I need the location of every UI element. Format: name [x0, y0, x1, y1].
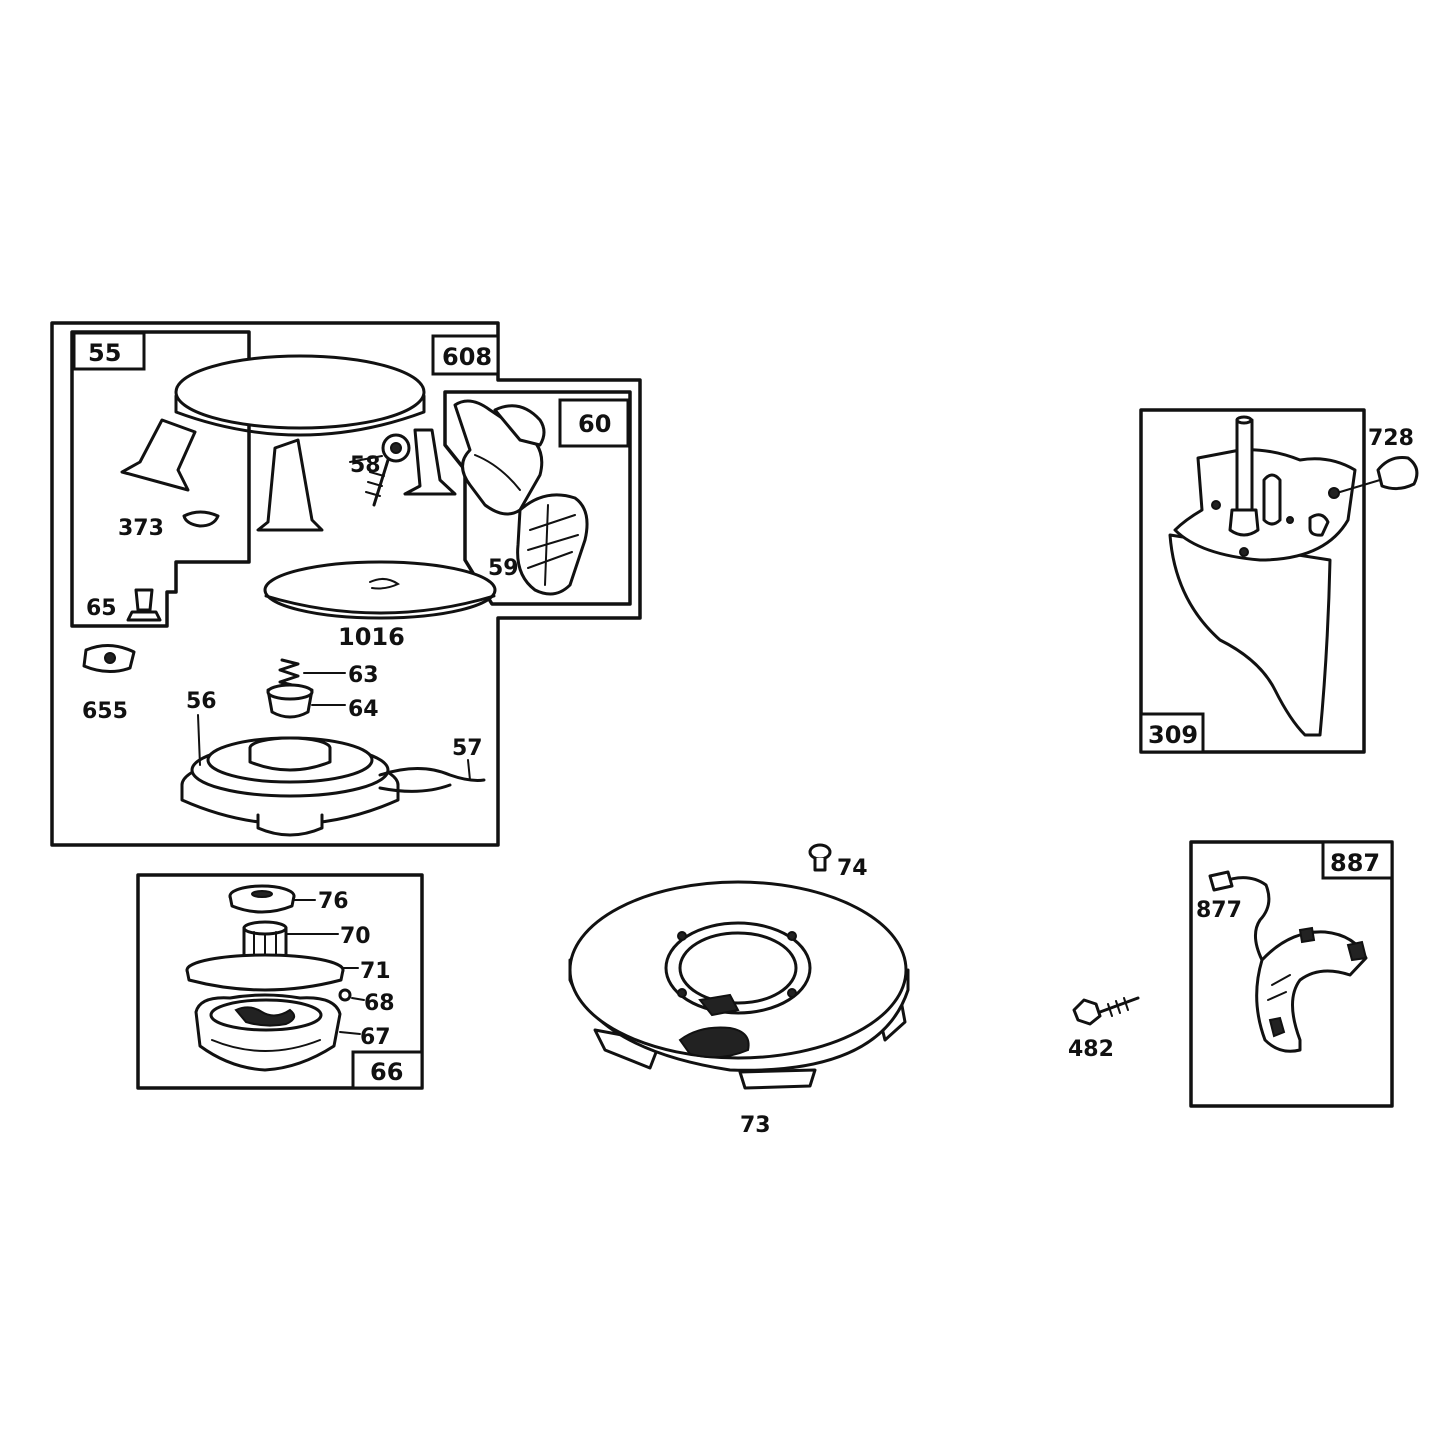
handle-60-part [453, 399, 546, 516]
label-887: 887 [1330, 849, 1380, 877]
label-373: 373 [118, 516, 164, 541]
assembly-frame-608: 608 [50, 321, 642, 847]
ball-68-part: 68 [338, 988, 395, 1016]
label-64: 64 [348, 697, 379, 722]
housing-67-part: 67 [194, 993, 391, 1072]
tag-box-887 [1321, 840, 1394, 880]
washer-655-part: 655 [82, 644, 136, 724]
subassembly-box-309: 309 [1139, 408, 1366, 754]
label-728: 728 [1368, 426, 1414, 451]
label-608: 608 [442, 343, 492, 371]
pulley-56-part: 56 [180, 689, 400, 837]
label-57: 57 [452, 736, 483, 761]
spring-63-part: 63 [278, 658, 379, 688]
plate-71-part: 71 [185, 953, 391, 992]
label-66: 66 [370, 1058, 403, 1086]
fitting-728-part: 728 [1339, 426, 1419, 493]
tag-box-60 [558, 398, 630, 448]
tag-box-66 [351, 1050, 424, 1090]
label-76: 76 [318, 889, 349, 914]
cup-64-part: 64 [266, 683, 379, 722]
label-60: 60 [578, 410, 611, 438]
screw-482-part: 482 [1068, 996, 1140, 1062]
rope-57-part: 57 [378, 736, 486, 793]
label-71: 71 [360, 959, 391, 984]
label-59: 59 [488, 556, 519, 581]
screw-58-part: 58 [349, 433, 411, 507]
screen-73-part: 73 [568, 880, 910, 1138]
tag-box-608 [431, 334, 500, 376]
screw-65-part: 65 [86, 588, 162, 622]
label-73: 73 [740, 1113, 771, 1138]
clip-373-part: 373 [118, 510, 220, 541]
disc-1016-part: 1016 [263, 560, 497, 651]
label-68: 68 [364, 991, 395, 1016]
label-63: 63 [348, 663, 379, 688]
label-56: 56 [186, 689, 217, 714]
label-482: 482 [1068, 1037, 1114, 1062]
bolt-74-part: 74 [808, 843, 868, 881]
label-65: 65 [86, 596, 117, 621]
label-70: 70 [340, 924, 371, 949]
label-58: 58 [350, 453, 381, 478]
label-55: 55 [88, 339, 121, 367]
label-1016: 1016 [338, 623, 405, 651]
cap-76-part: 76 [228, 884, 349, 914]
carburetor-309-part [1168, 415, 1357, 737]
blower-housing-part [120, 354, 457, 532]
subassembly-box-66: 66 [136, 873, 424, 1090]
tag-box-309 [1139, 712, 1205, 754]
tag-box-55 [72, 331, 146, 371]
label-655: 655 [82, 699, 128, 724]
ignition-887-part: 877 [1196, 870, 1368, 1053]
label-67: 67 [360, 1025, 391, 1050]
insert-59-part: 59 [488, 493, 589, 596]
subassembly-box-60: 60 [443, 390, 632, 606]
label-74: 74 [837, 856, 868, 881]
label-309: 309 [1148, 721, 1198, 749]
subassembly-box-887: 887 [1189, 840, 1394, 1108]
label-877: 877 [1196, 898, 1242, 923]
